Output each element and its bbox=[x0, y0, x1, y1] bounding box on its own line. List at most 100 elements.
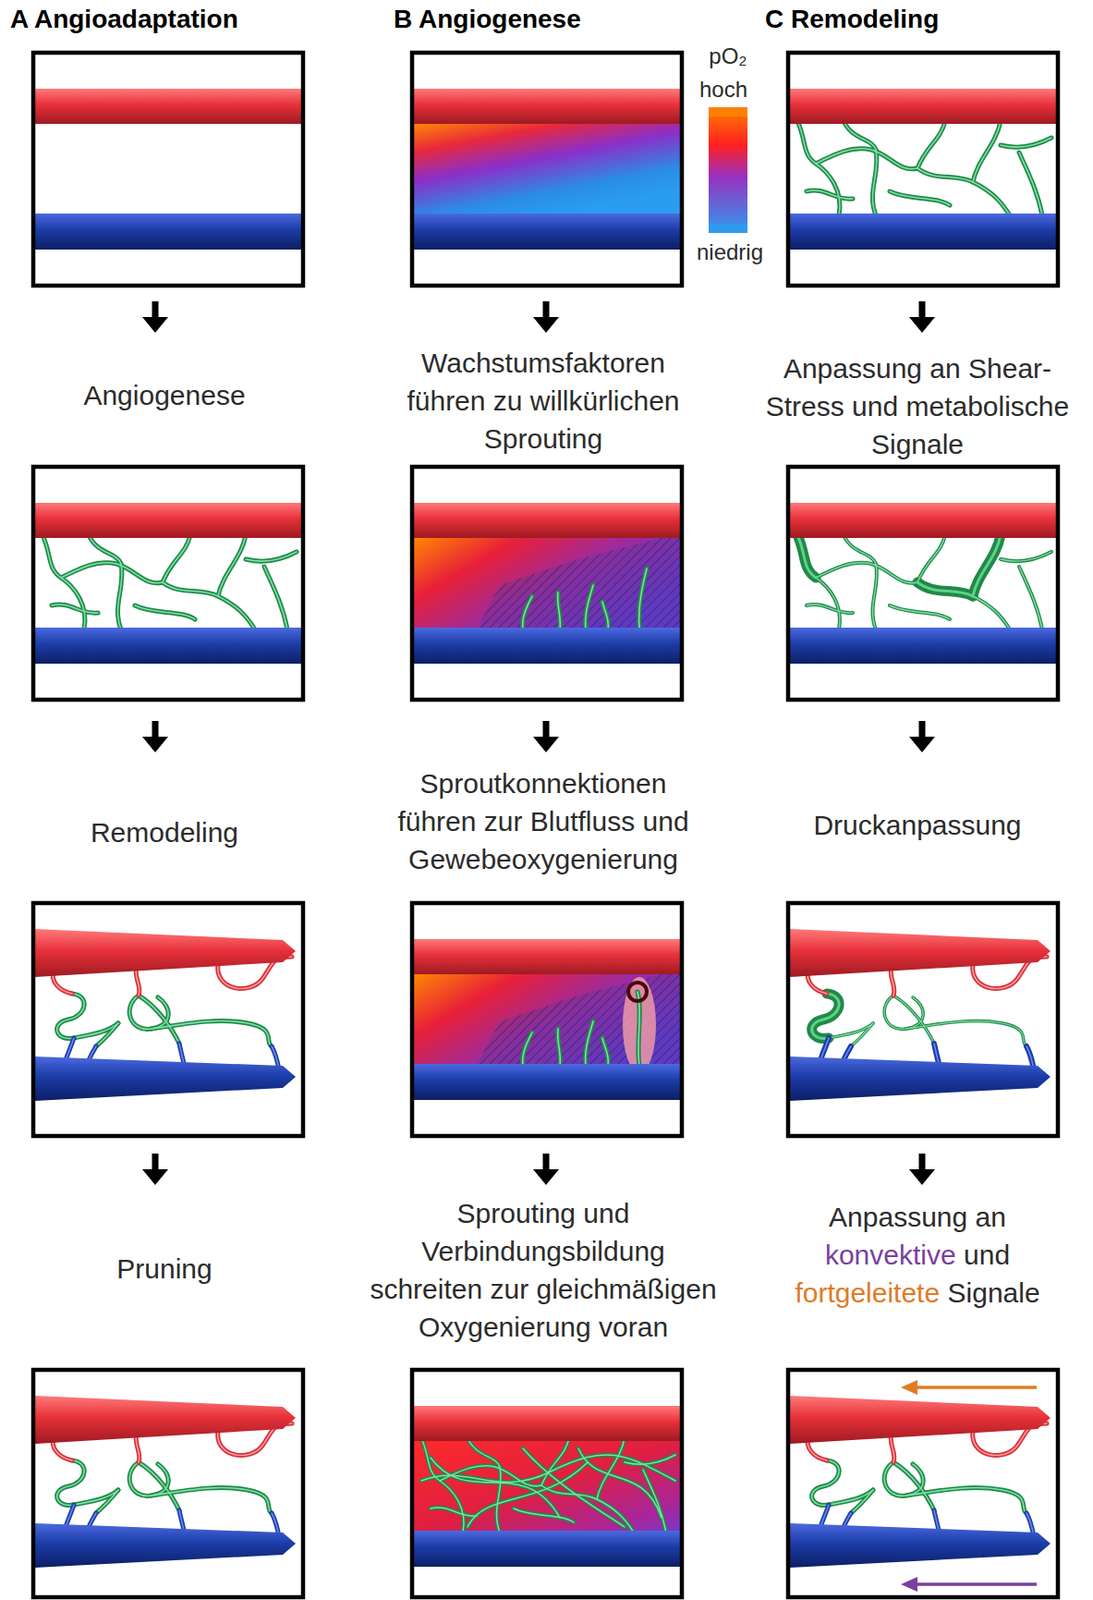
panel-ground bbox=[412, 466, 682, 700]
vessel-pair bbox=[35, 502, 302, 664]
panel bbox=[33, 466, 304, 700]
column-panel: C RemodelingAnpassung an Shear-Stress un… bbox=[743, 0, 1093, 1600]
sprout-highlight bbox=[639, 568, 647, 630]
vessel-pair bbox=[789, 502, 1057, 664]
sprout-highlight bbox=[522, 584, 609, 630]
panel-ground bbox=[788, 466, 1058, 700]
panel-ground bbox=[412, 52, 682, 286]
step-text: konvektive bbox=[825, 1235, 957, 1274]
convective-signal-arrow bbox=[915, 1581, 1037, 1586]
step-text: Angiogenese bbox=[25, 376, 304, 414]
panel-ground bbox=[33, 52, 304, 286]
step-arrow bbox=[533, 1153, 559, 1185]
panel-ground bbox=[33, 1369, 304, 1597]
step-text: Signale bbox=[947, 1273, 1041, 1312]
panel bbox=[788, 466, 1058, 700]
column-heading: B Angiogenese bbox=[393, 4, 582, 35]
step-label: Druckanpassung bbox=[758, 805, 1078, 844]
step-text: Anpassung an bbox=[828, 1197, 1007, 1236]
panel-ground bbox=[788, 1369, 1058, 1597]
step-text: fortgeleitete bbox=[794, 1273, 940, 1312]
panel-frame bbox=[33, 902, 304, 1136]
panel-frame bbox=[788, 1369, 1058, 1597]
capillary-network bbox=[797, 534, 1052, 630]
step-arrow bbox=[533, 301, 559, 333]
conducted-signal-arrow bbox=[915, 1384, 1037, 1389]
conducted-signal-arrowhead bbox=[900, 1379, 918, 1395]
vessel-pair bbox=[789, 88, 1057, 250]
step-arrow bbox=[142, 1153, 169, 1185]
panel-frame bbox=[412, 52, 682, 286]
legend-text: hoch bbox=[699, 76, 748, 102]
step-text: Sproutkonnektionen führen zur Blutfluss … bbox=[384, 764, 704, 878]
step-text: Wachstumsfaktoren führen zu willkürliche… bbox=[388, 343, 699, 458]
capillary-highlight bbox=[812, 993, 839, 1039]
capillary-highlight bbox=[421, 1447, 676, 1527]
capillary-network bbox=[812, 1459, 1027, 1513]
perfusion-halo bbox=[622, 976, 656, 1073]
panel-frame bbox=[33, 52, 304, 286]
capillary-highlight bbox=[812, 1459, 1027, 1513]
axis-label: pO₂ bbox=[708, 43, 747, 70]
panel-frame bbox=[412, 1369, 682, 1597]
vessel-pair bbox=[413, 938, 681, 1100]
step-arrow bbox=[909, 1153, 936, 1185]
panel-frame bbox=[33, 1369, 304, 1597]
panel-frame bbox=[412, 466, 682, 700]
capillary-network bbox=[797, 121, 1052, 216]
vessel-pair bbox=[35, 928, 296, 1101]
capillary-highlight bbox=[57, 1459, 272, 1513]
oxygen-field bbox=[413, 1438, 681, 1531]
vessel-pair bbox=[413, 88, 681, 250]
step-label: Wachstumsfaktoren führen zu willkürliche… bbox=[388, 343, 699, 458]
sprout bbox=[522, 1020, 609, 1066]
capillary-highlight bbox=[421, 1437, 676, 1532]
step-text: Druckanpassung bbox=[758, 805, 1078, 844]
column-panel: B AngiogeneseWachstumsfaktoren führen zu… bbox=[364, 0, 744, 1600]
step-label: Pruning bbox=[25, 1249, 304, 1288]
panel-frame bbox=[33, 466, 304, 700]
sprout bbox=[522, 584, 609, 630]
legend-swatch bbox=[708, 223, 748, 233]
capillary-thick bbox=[797, 534, 1001, 596]
step-text: Sprouting und Verbindungsbildung schreit… bbox=[365, 1193, 722, 1346]
column-heading: A Angioadaptation bbox=[10, 4, 239, 35]
panel-ground bbox=[412, 902, 682, 1136]
capillary-network bbox=[57, 993, 272, 1046]
panel bbox=[412, 902, 682, 1136]
panel bbox=[33, 902, 304, 1136]
step-arrow bbox=[142, 720, 169, 753]
panel bbox=[412, 466, 682, 700]
capillary-network bbox=[42, 534, 297, 630]
step-label: Sprouting und Verbindungsbildung schreit… bbox=[365, 1193, 722, 1346]
capillary-highlight bbox=[812, 993, 1027, 1046]
capillary-highlight bbox=[797, 534, 1001, 596]
panel-frame bbox=[788, 466, 1058, 700]
step-arrow bbox=[142, 301, 169, 333]
capillary-highlight bbox=[797, 534, 1052, 630]
step-arrow bbox=[909, 720, 936, 753]
connection-ring bbox=[628, 982, 647, 1001]
panel-frame bbox=[788, 52, 1058, 286]
sprout bbox=[637, 991, 640, 1066]
panel-ground bbox=[788, 52, 1058, 286]
capillary-highlight bbox=[42, 534, 297, 630]
panel bbox=[33, 1369, 304, 1597]
step-label: Anpassung ankonvektiveundfortgeleiteteSi… bbox=[777, 1197, 1059, 1312]
step-label: Angiogenese bbox=[25, 376, 304, 414]
legend-entry: hoch bbox=[699, 76, 748, 103]
step-label: Sproutkonnektionen führen zur Blutfluss … bbox=[384, 764, 704, 878]
convective-signal-arrowhead bbox=[900, 1576, 918, 1591]
panel-ground bbox=[788, 902, 1058, 1136]
step-arrow bbox=[909, 301, 936, 333]
panel-ground bbox=[33, 466, 304, 700]
capillary-network bbox=[57, 1459, 272, 1513]
panel bbox=[788, 1369, 1058, 1597]
panel bbox=[788, 902, 1058, 1136]
sprout-highlight bbox=[637, 991, 640, 1066]
step-arrow bbox=[533, 720, 559, 753]
panel bbox=[412, 52, 682, 286]
